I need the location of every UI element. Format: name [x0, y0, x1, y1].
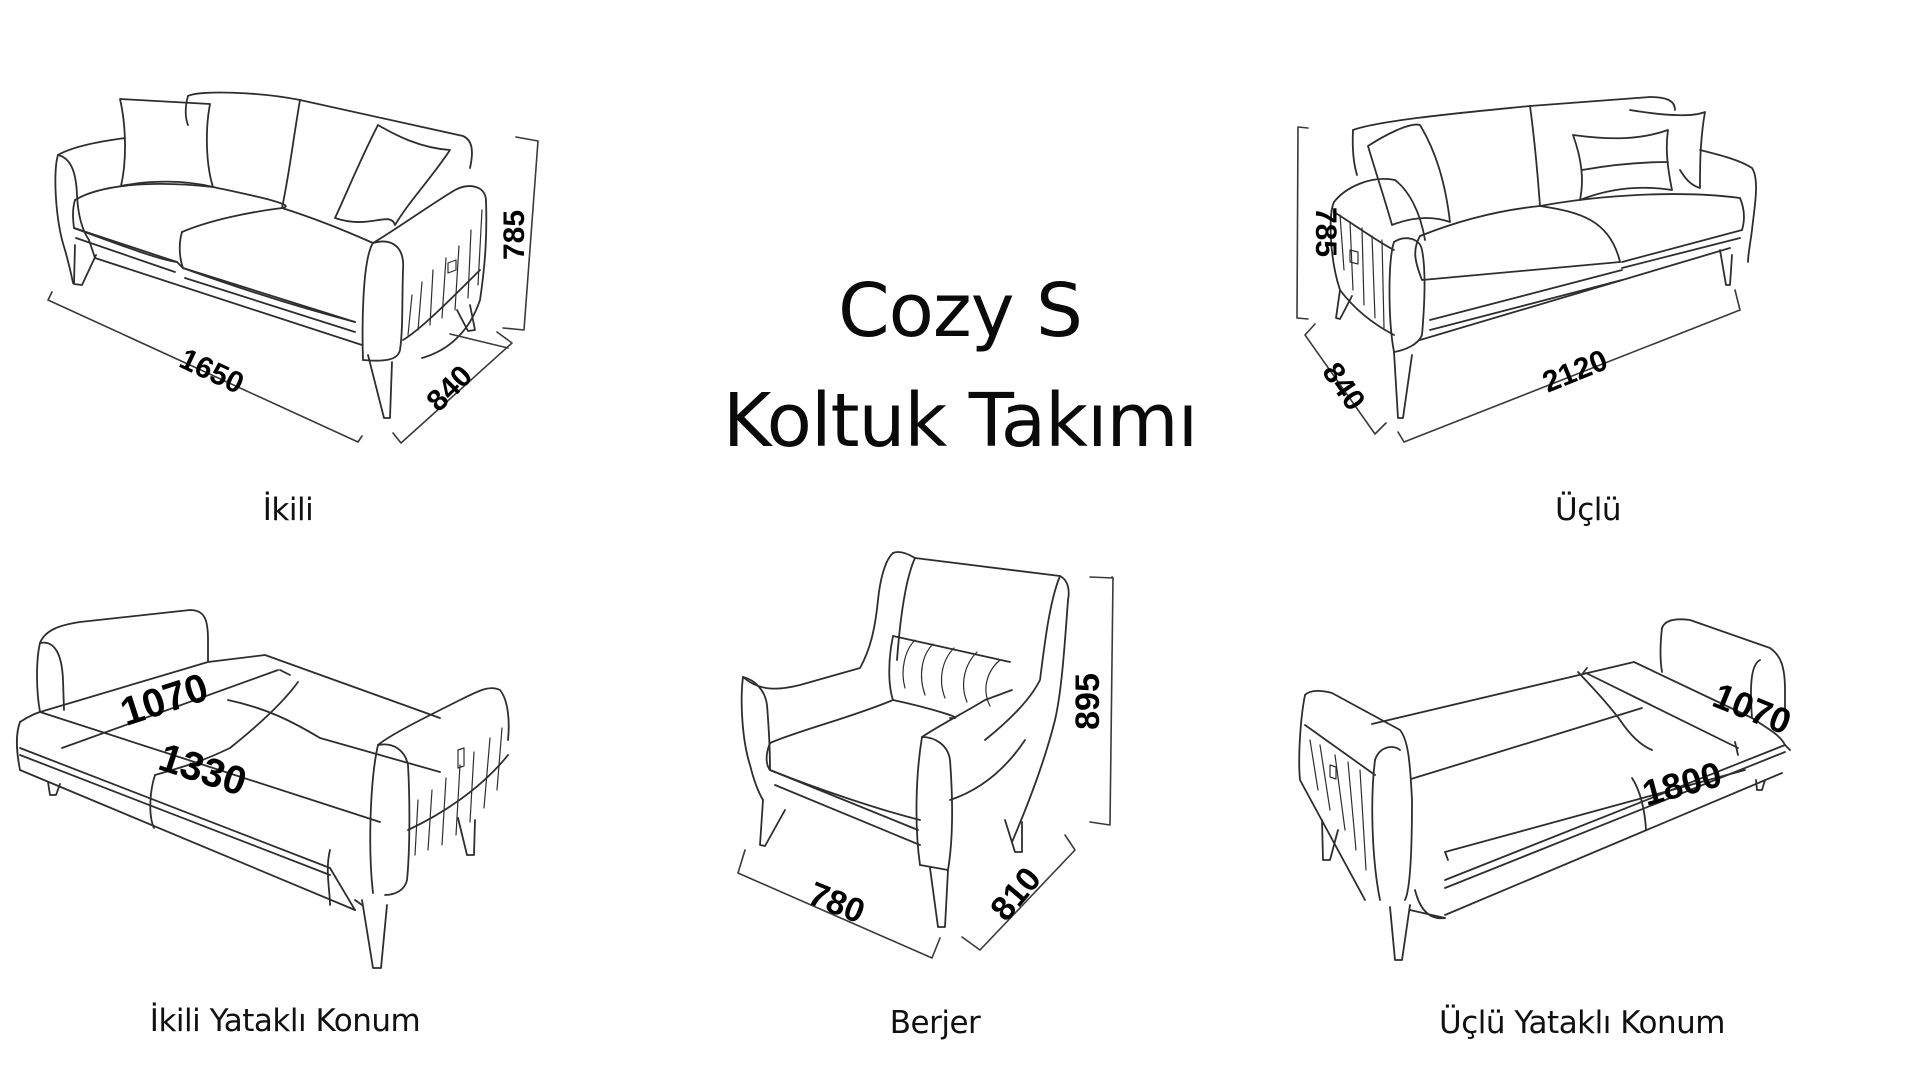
product-title: Cozy S: [837, 268, 1083, 354]
armchair-drawing: [737, 551, 1114, 959]
product-subtitle: Koltuk Takımı: [722, 378, 1198, 464]
caption-ikili-yatakli: İkili Yataklı Konum: [149, 1003, 421, 1039]
sofa-2-seat-drawing: [47, 91, 539, 444]
sofa-2-seat-bed-drawing: [16, 609, 510, 969]
caption-ikili: İkili: [262, 492, 314, 528]
dimension-berjer-height: 895: [1068, 673, 1107, 730]
dimension-ikili-height: 785: [498, 209, 532, 261]
sofa-3-seat-bed-drawing: [1298, 618, 1791, 961]
caption-berjer: Berjer: [889, 1005, 981, 1041]
dimension-uclu-height: 785: [1309, 206, 1343, 258]
sofa-3-seat-drawing: [1296, 96, 1757, 443]
caption-uclu-yatakli: Üçlü Yataklı Konum: [1439, 1005, 1725, 1041]
caption-uclu: Üçlü: [1555, 492, 1622, 528]
